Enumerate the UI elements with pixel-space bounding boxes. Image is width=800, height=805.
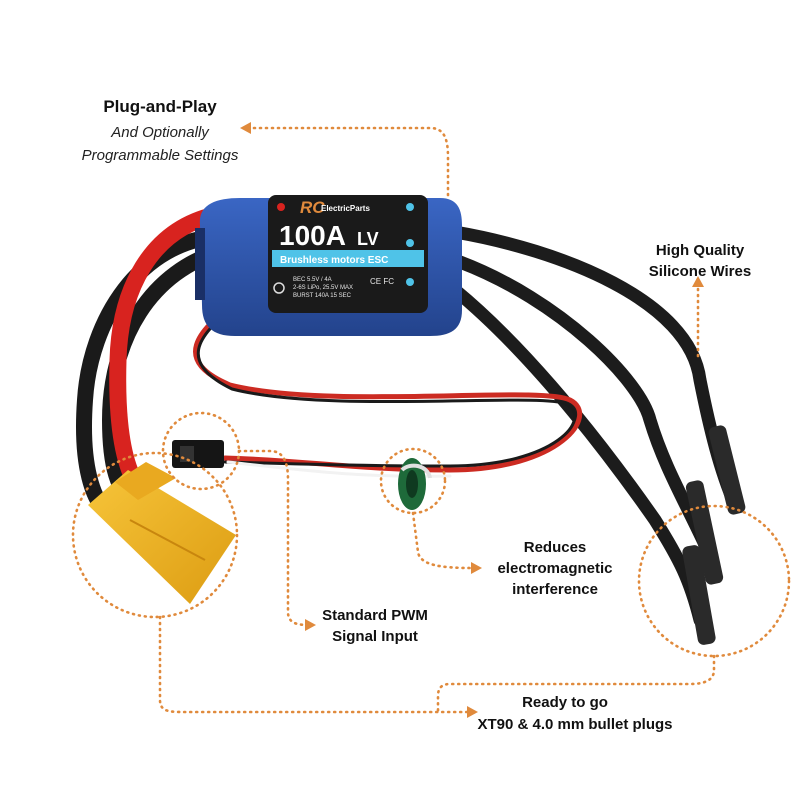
callout-emi-line1: Reduces xyxy=(523,539,587,556)
callout-wires-line2: Silicone Wires xyxy=(648,263,752,280)
callout-plugs-line2: XT90 & 4.0 mm bullet plugs xyxy=(477,716,673,733)
esc-type: Brushless motors ESC xyxy=(280,255,388,266)
callout-plug-play-line2: Programmable Settings xyxy=(81,147,239,164)
callout-pwm-line2: Signal Input xyxy=(332,628,418,645)
xt90-connector xyxy=(88,462,236,604)
esc-brand-rc: RC xyxy=(300,198,325,217)
callout-emi-line2: electromagnetic xyxy=(497,560,613,577)
esc-rating-suffix: LV xyxy=(357,229,379,249)
callout-pwm-line1: Standard PWM xyxy=(322,607,428,624)
esc-body: RC ElectricParts 100A LV Brushless motor… xyxy=(195,195,463,336)
esc-spec-1: BEC 5.5V / 4A xyxy=(293,277,332,283)
esc-spec-3: BURST 140A 15 SEC xyxy=(293,293,352,299)
esc-cert: CE FC xyxy=(370,277,394,286)
esc-rating: 100A xyxy=(279,220,346,251)
esc-spec-2: 2-6S LiPo, 25.5V MAX xyxy=(293,285,353,291)
callout-plug-play-title: Plug-and-Play xyxy=(103,97,217,116)
servo-plug xyxy=(172,440,224,468)
ferrite-ring xyxy=(398,458,432,510)
callout-emi-line3: interference xyxy=(512,581,598,598)
callout-plugs-line1: Ready to go xyxy=(522,694,608,711)
callout-arrowheads xyxy=(240,122,704,718)
callout-plug-play-line1: And Optionally xyxy=(111,124,209,141)
callout-wires-line1: High Quality xyxy=(655,242,745,259)
bullet-connectors xyxy=(682,425,746,645)
esc-brand-name: ElectricParts xyxy=(321,204,370,213)
callout-lines xyxy=(71,126,791,714)
